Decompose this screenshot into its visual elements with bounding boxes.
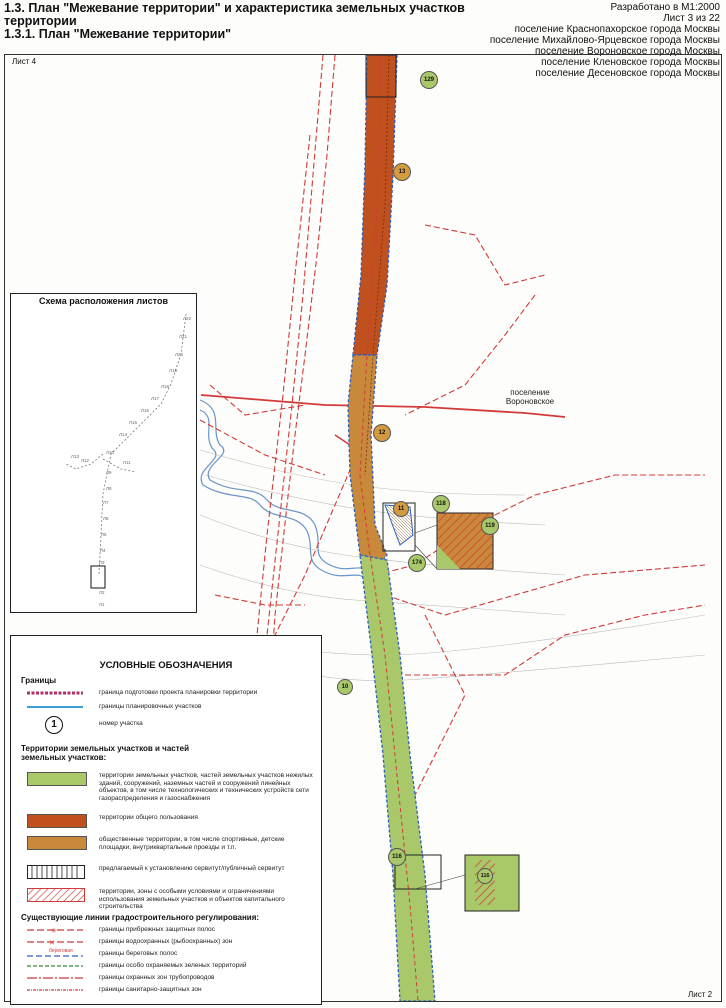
svg-text:Л17: Л17 bbox=[151, 396, 159, 401]
svg-text:Л1: Л1 bbox=[99, 602, 105, 607]
shoreline-line bbox=[27, 955, 83, 957]
water-protection-line: ✕ bbox=[27, 940, 83, 946]
legend-lines-heading: Существующие линии градостроительного ре… bbox=[21, 913, 260, 922]
svg-text:Л15: Л15 bbox=[129, 420, 137, 425]
svg-text:Л19: Л19 bbox=[169, 368, 177, 373]
coastal-protection-line: ✳ bbox=[27, 927, 83, 934]
plot-label-13: 13 bbox=[393, 163, 411, 181]
svg-text:Л10: Л10 bbox=[106, 450, 114, 455]
settlement-1: поселение Краснопахорское города Москвы bbox=[514, 24, 720, 35]
map-frame bbox=[4, 54, 722, 1002]
svg-text:Л5: Л5 bbox=[101, 532, 107, 537]
legend-boundaries-heading: Границы bbox=[21, 676, 57, 685]
project-boundary-symbol bbox=[27, 691, 83, 695]
plot-label-129: 129 bbox=[420, 71, 438, 89]
plot-number-symbol: 1 bbox=[45, 716, 63, 734]
plot-label-10: 10 bbox=[337, 679, 353, 695]
public-spaces-swatch bbox=[27, 836, 87, 850]
shoreline-tag: береговая bbox=[49, 948, 73, 954]
scale-note: Разработано в М1:2000 bbox=[610, 2, 720, 13]
svg-text:Л22: Л22 bbox=[183, 316, 191, 321]
svg-text:Л4: Л4 bbox=[100, 548, 106, 553]
sheet-number: Лист 3 из 22 bbox=[663, 13, 720, 24]
sanitary-zone-line bbox=[27, 989, 83, 991]
restricted-zone-swatch bbox=[27, 888, 85, 902]
document-info: Разработано в М1:2000 Лист 3 из 22 посел… bbox=[490, 2, 720, 79]
green-territory-line bbox=[27, 965, 83, 967]
legend-territories-heading: Территории земельных участков и частей з… bbox=[21, 744, 189, 762]
plot-label-116: 116 bbox=[388, 848, 406, 866]
svg-text:Л8: Л8 bbox=[106, 486, 112, 491]
river bbox=[199, 399, 376, 584]
svg-text:Л3: Л3 bbox=[99, 560, 105, 565]
settlement-2: поселение Михайлово-Ярцевское города Мос… bbox=[489, 35, 720, 46]
svg-text:Л18: Л18 bbox=[161, 384, 169, 389]
title-line-1: 1.3. План "Межевание территории" и харак… bbox=[4, 1, 465, 15]
pipeline-zone-line bbox=[27, 977, 83, 979]
sheet-label-bottom: Лист 2 bbox=[688, 990, 713, 999]
svg-text:Л14: Л14 bbox=[119, 432, 127, 437]
green-plot-swatch bbox=[27, 772, 87, 786]
svg-text:Л16: Л16 bbox=[141, 408, 149, 413]
sheet-label-top: Лист 4 bbox=[12, 57, 37, 66]
servitude-swatch bbox=[27, 865, 85, 879]
svg-text:Л6: Л6 bbox=[103, 516, 109, 521]
settlement-3: поселение Вороновское города Москвы bbox=[534, 46, 720, 57]
inset-box-top bbox=[365, 55, 397, 98]
title-line-2: территории bbox=[4, 14, 77, 28]
corridor-public-territory bbox=[352, 55, 398, 356]
road-line-2 bbox=[334, 434, 351, 446]
svg-text:Л9: Л9 bbox=[106, 470, 112, 475]
scheme-current-sheet bbox=[90, 565, 106, 589]
svg-text:Л21: Л21 bbox=[179, 334, 187, 339]
corridor-public-spaces bbox=[347, 354, 388, 561]
svg-text:Л13: Л13 bbox=[71, 454, 79, 459]
svg-text:✕: ✕ bbox=[49, 940, 55, 946]
svg-text:Л11: Л11 bbox=[123, 460, 131, 465]
road-line bbox=[200, 394, 566, 418]
scheme-drawing: Л22 Л21 Л20 Л19 Л18 Л17 Л16 Л15 Л14 Л13 … bbox=[65, 313, 191, 607]
scheme-title: Схема расположения листов bbox=[39, 296, 168, 306]
settlement-5: поселение Десеновское города Москвы bbox=[535, 68, 720, 79]
svg-text:Л2: Л2 bbox=[99, 590, 105, 595]
svg-text:✳: ✳ bbox=[51, 927, 57, 934]
public-territory-swatch bbox=[27, 814, 87, 828]
svg-text:Л12: Л12 bbox=[81, 458, 89, 463]
svg-text:Л20: Л20 bbox=[175, 352, 183, 357]
plot-label-116-callout: 116 bbox=[477, 868, 493, 884]
plot-label-118: 118 bbox=[432, 495, 450, 513]
plot-label-119: 119 bbox=[481, 517, 499, 535]
plot-label-11: 11 bbox=[393, 501, 409, 517]
planning-boundary-symbol bbox=[27, 706, 83, 708]
svg-text:Л7: Л7 bbox=[103, 500, 109, 505]
plot-label-174: 174 bbox=[408, 554, 426, 572]
plot-label-12: 12 bbox=[373, 424, 391, 442]
inset-box-bottom bbox=[394, 854, 442, 890]
sheet-layout-scheme: Схема расположения листов Л22 Л21 Л20 Л1… bbox=[10, 293, 197, 613]
document-title: 1.3. План "Межевание территории" и харак… bbox=[4, 2, 524, 41]
title-line-3: 1.3.1. План "Межевание территории" bbox=[4, 27, 232, 41]
settlement-label: поселение Вороновское bbox=[505, 388, 555, 406]
settlement-4: поселение Кленовское города Москвы bbox=[541, 57, 720, 68]
legend-title: УСЛОВНЫЕ ОБОЗНАЧЕНИЯ bbox=[99, 660, 233, 671]
map-legend: УСЛОВНЫЕ ОБОЗНАЧЕНИЯ Границы граница под… bbox=[10, 635, 322, 1005]
